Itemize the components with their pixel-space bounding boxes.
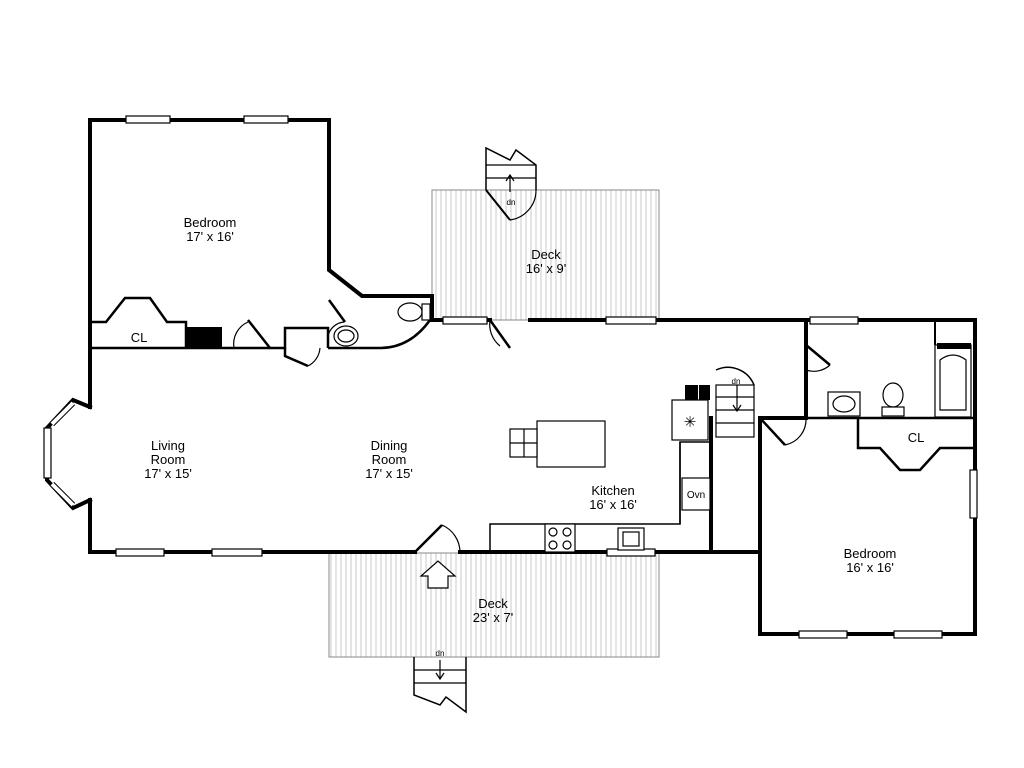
interior-walls-east (759, 320, 975, 472)
room-bedroom-nw-dims: 17' x 16' (186, 229, 234, 244)
interior-walls-west (90, 296, 432, 368)
room-deck-south-dims: 23' x 7' (473, 610, 513, 625)
stairs-kitchen-label: dn (732, 377, 741, 386)
room-living-name-2: Room (151, 452, 186, 467)
room-living-name-1: Living (151, 438, 185, 453)
room-bedroom-se-name: Bedroom (844, 546, 897, 561)
oven (681, 477, 711, 511)
deck-north (431, 189, 660, 321)
stairs-north: dn (485, 146, 537, 207)
closet-west-label: CL (131, 330, 148, 345)
room-deck-north-name: Deck (531, 247, 561, 262)
toilet-east (882, 382, 904, 408)
fireplace (186, 327, 222, 347)
stairs-south: dn (413, 649, 467, 714)
room-living-dims: 17' x 15' (144, 466, 192, 481)
room-dining-name-2: Room (372, 452, 407, 467)
oven-label: Ovn (687, 490, 705, 501)
room-dining-dims: 17' x 15' (365, 466, 413, 481)
room-deck-north-dims: 16' x 9' (526, 261, 566, 276)
toilet-west (397, 302, 423, 322)
room-bedroom-nw-name: Bedroom (184, 215, 237, 230)
room-dining-name-1: Dining (371, 438, 408, 453)
kitchen-fixtures: ✳ Ovn dn (489, 366, 755, 553)
room-bedroom-se-dims: 16' x 16' (846, 560, 894, 575)
entry-arrow (419, 560, 457, 589)
stairs-north-label: dn (507, 198, 516, 207)
closet-east-label: CL (908, 430, 925, 445)
svg-text:✳: ✳ (684, 414, 697, 431)
deck-south (328, 552, 660, 658)
windows (43, 115, 978, 639)
room-deck-south-name: Deck (478, 596, 508, 611)
room-labels: Bedroom 17' x 16' Deck 16' x 9' CL Livin… (131, 215, 925, 625)
doors (414, 189, 537, 553)
room-kitchen-name: Kitchen (591, 483, 634, 498)
kitchen-island (536, 420, 606, 468)
stairs-south-label: dn (436, 649, 445, 658)
room-kitchen-dims: 16' x 16' (589, 497, 637, 512)
fridge (671, 399, 709, 441)
